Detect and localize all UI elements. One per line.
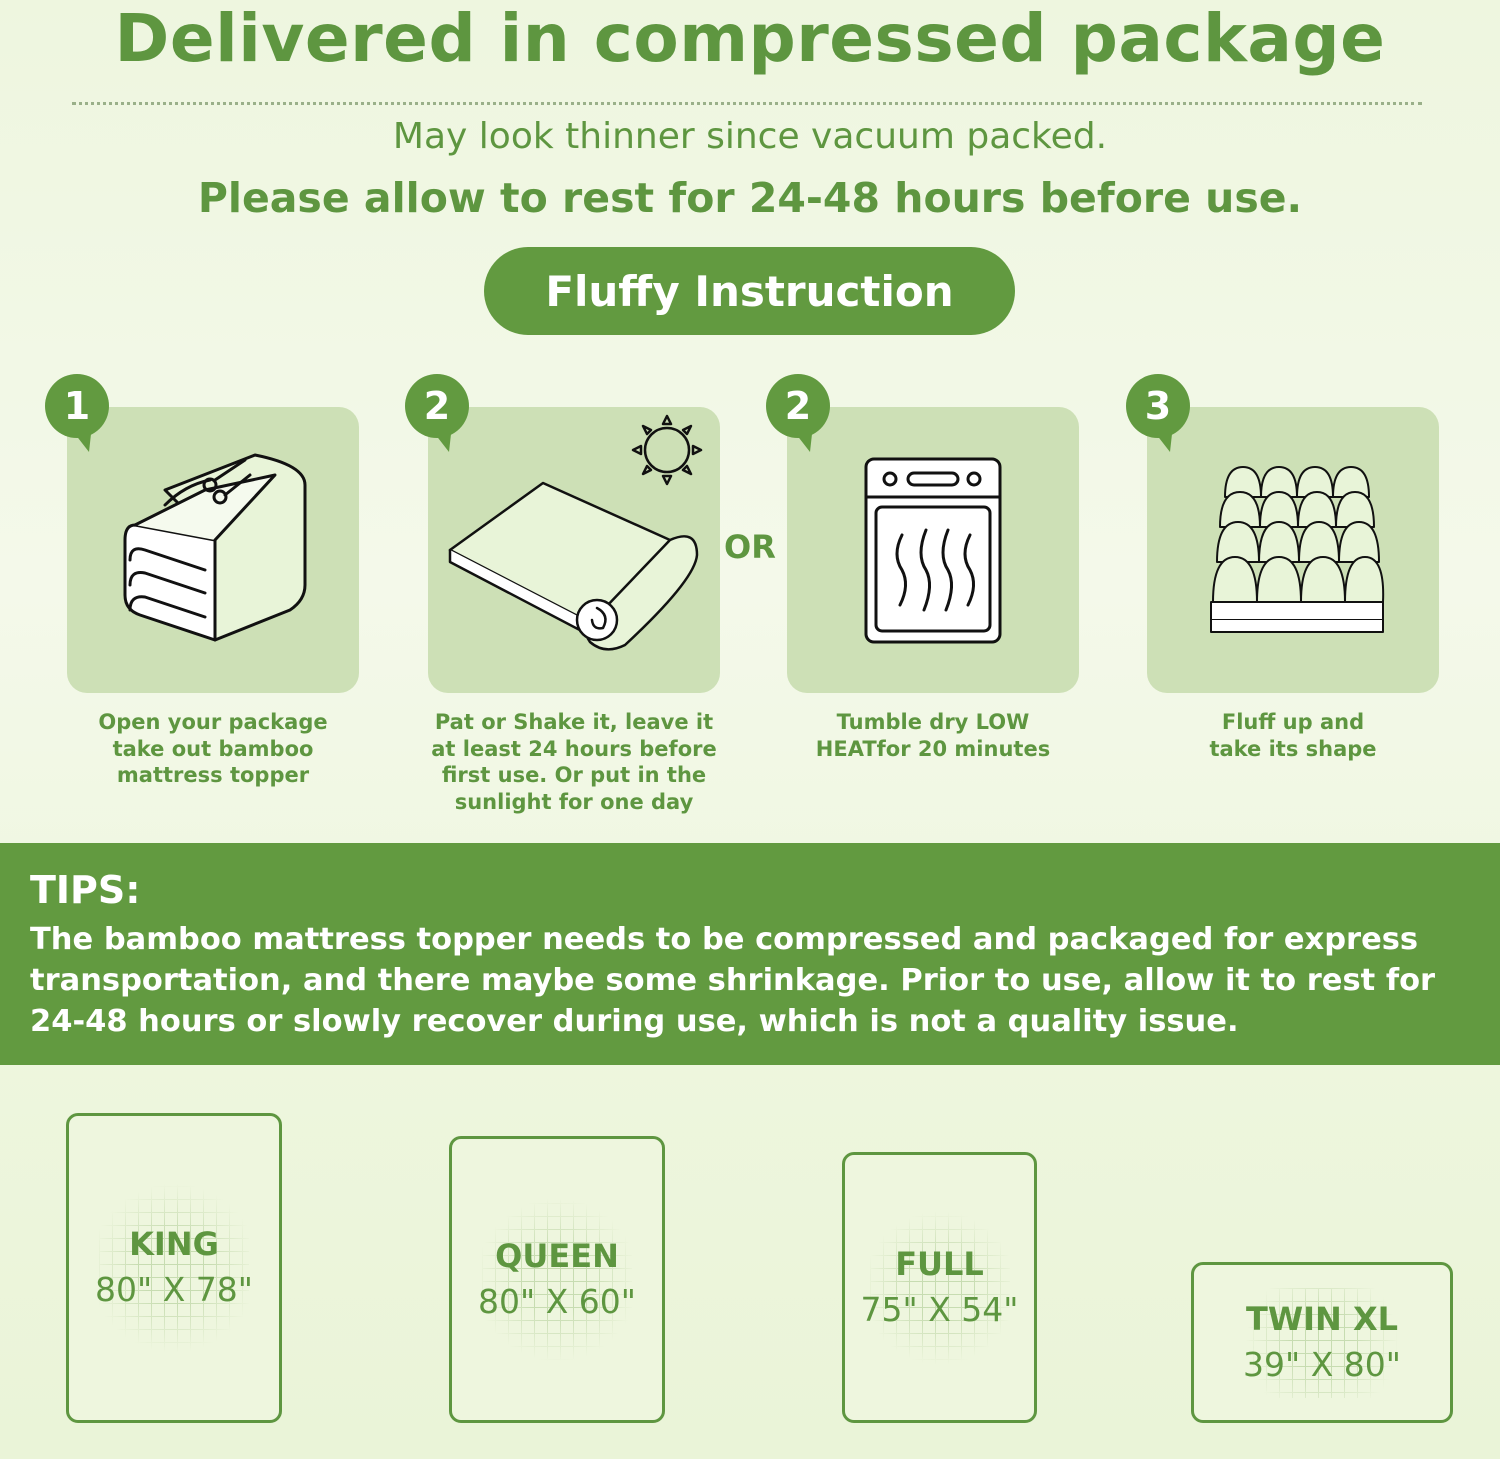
step-badge-number: 2 [784,384,812,428]
step-caption-4: Fluff up and take its shape [1209,710,1377,761]
instruction-pill: Fluffy Instruction [484,247,1015,335]
rolled-topper-sun-icon [448,414,703,651]
size-dimensions: 80" X 78" [95,1270,253,1309]
dryer-icon [864,457,1002,644]
step-badge-1: 1 [45,374,109,452]
grid-pattern [1227,1287,1417,1398]
size-dimensions: 75" X 54" [860,1289,1019,1329]
size-name: KING [129,1225,219,1263]
step-caption-2: Pat or Shake it, leave it at least 24 ho… [431,710,717,814]
step-caption-3: Tumble dry LOW HEATfor 20 minutes [815,710,1051,761]
size-dimensions: 80" X 60" [478,1281,636,1321]
subtitle-rest: Please allow to rest for 24-48 hours bef… [197,174,1303,222]
grid-pattern [99,1173,249,1363]
page-title: Delivered in compressed package [114,0,1386,77]
step-badge-4: 3 [1126,374,1190,452]
scissors-package-icon [123,453,307,642]
quilted-topper-icon [1210,466,1385,633]
tips-banner: TIPS: The bamboo mattress topper needs t… [0,843,1500,1065]
size-name: TWIN XL [1245,1299,1398,1338]
size-card-king: KING 80" X 78" [66,1113,282,1423]
dotted-divider [72,102,1422,105]
size-dimensions: 39" X 80" [1243,1344,1401,1384]
grid-pattern [869,1202,1010,1373]
step-caption-1: Open your package take out bamboo mattre… [98,710,328,787]
step-badge-2: 2 [405,374,469,452]
instruction-pill-label: Fluffy Instruction [545,266,954,316]
tips-title: TIPS: [30,868,141,912]
size-card-queen: QUEEN 80" X 60" [449,1136,665,1423]
grid-pattern [482,1189,632,1370]
size-card-twin-xl: TWIN XL 39" X 80" [1191,1262,1453,1423]
subtitle-vacuum: May look thinner since vacuum packed. [392,116,1108,157]
step-badge-3: 2 [766,374,830,452]
size-name: QUEEN [495,1236,619,1275]
step-badge-number: 3 [1144,384,1172,428]
or-label: OR [724,528,776,566]
size-name: FULL [895,1244,984,1283]
size-card-full: FULL 75" X 54" [842,1152,1037,1423]
tips-body: The bamboo mattress topper needs to be c… [30,922,1436,1039]
step-badge-number: 2 [423,384,451,428]
step-badge-number: 1 [63,384,91,428]
